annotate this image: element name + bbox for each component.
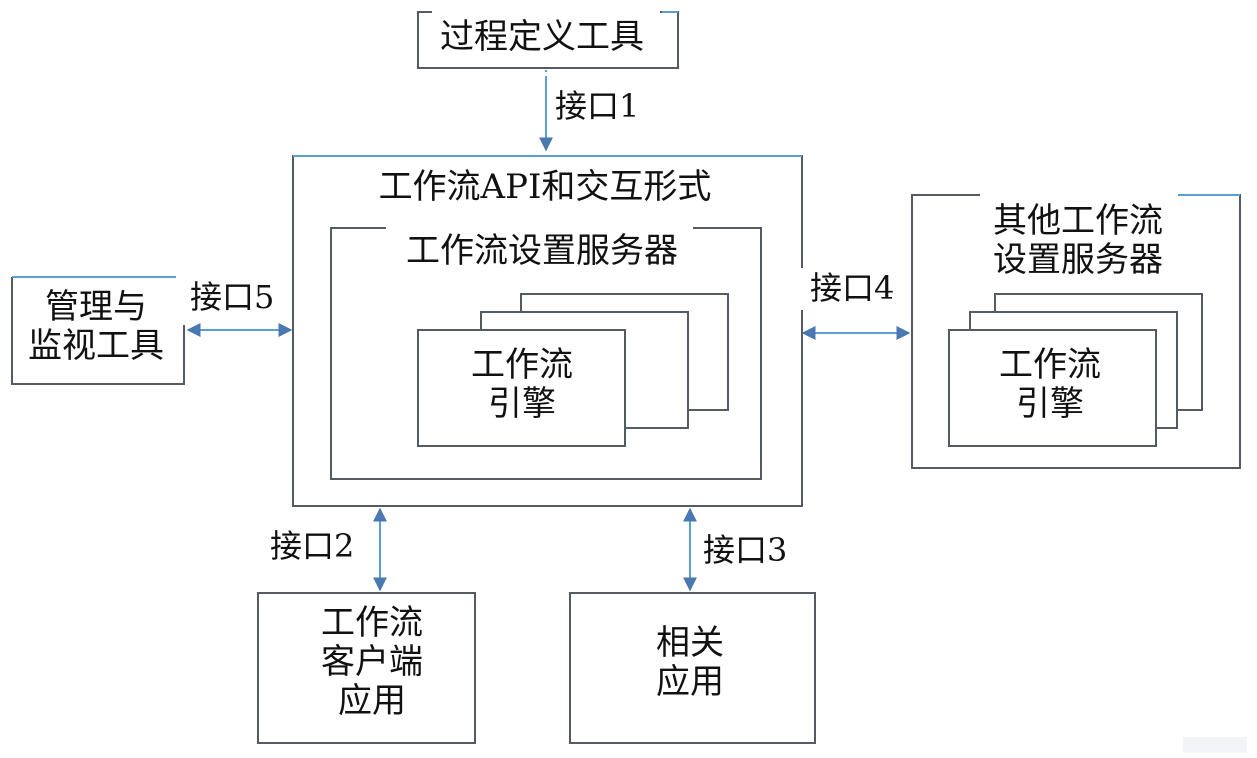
admin-monitoring-line1: 管理与 <box>45 287 147 327</box>
workflow-engine-line2: 引擎 <box>488 384 556 425</box>
invoked-apps-label: 相关 应用 <box>656 623 724 703</box>
corner-patch <box>1183 737 1247 753</box>
other-enactment-service-line2: 设置服务器 <box>993 240 1163 281</box>
other-workflow-engine-label: 工作流 引擎 <box>999 345 1101 425</box>
interface-2-label: 接口2 <box>270 527 355 565</box>
admin-monitoring-label: 管理与 监视工具 <box>28 287 164 367</box>
process-definition-tools-label: 过程定义工具 <box>440 17 644 57</box>
workflow-api-box <box>292 155 803 507</box>
workflow-client-apps-box <box>257 592 476 744</box>
invoked-apps-line1: 相关 <box>656 623 724 663</box>
interface-1-label: 接口1 <box>555 87 640 125</box>
other-workflow-engine-line1: 工作流 <box>999 345 1101 385</box>
enactment-service-label: 工作流设置服务器 <box>406 231 678 271</box>
other-enactment-service-line1: 其他工作流 <box>993 201 1163 241</box>
workflow-engine-stack <box>417 293 729 447</box>
workflow-engine-label: 工作流 引擎 <box>471 345 573 425</box>
admin-monitoring-line2: 监视工具 <box>28 326 164 367</box>
other-enactment-service-label: 其他工作流 设置服务器 <box>993 201 1163 281</box>
interface-5-label: 接口5 <box>190 278 275 316</box>
workflow-client-apps-line3: 应用 <box>338 681 406 722</box>
enactment-service-box <box>330 227 762 480</box>
workflow-client-apps-label: 工作流 客户端 应用 <box>321 603 423 722</box>
process-definition-tools-box <box>417 11 679 69</box>
workflow-engine-line1: 工作流 <box>471 345 573 385</box>
workflow-api-label: 工作流API和交互形式 <box>378 167 712 207</box>
invoked-apps-box <box>569 592 816 744</box>
other-workflow-engine-stack <box>948 293 1203 447</box>
other-workflow-engine-line2: 引擎 <box>1016 384 1084 425</box>
admin-monitoring-box <box>11 276 185 385</box>
workflow-client-apps-line1: 工作流 <box>321 603 423 643</box>
interface-4-label: 接口4 <box>810 269 895 307</box>
other-enactment-service-box <box>911 194 1241 469</box>
workflow-client-apps-line2: 客户端 <box>321 642 423 683</box>
invoked-apps-line2: 应用 <box>656 662 724 703</box>
interface-3-label: 接口3 <box>703 531 788 569</box>
